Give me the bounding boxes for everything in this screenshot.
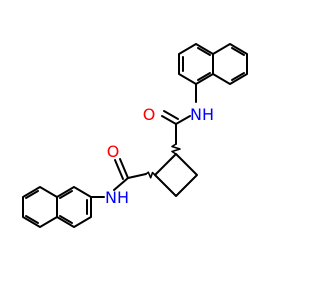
nh-label-bottom: NH: [105, 188, 129, 207]
amide-top: [161, 83, 197, 145]
bond-nh-to-carbonyl-top: [175, 115, 191, 125]
molecule-canvas: O NH O NH: [22, 43, 248, 228]
naphthalene-top-double-bond: [231, 72, 245, 81]
stereo-wavy-bond-top: [171, 143, 181, 155]
nh-label-top: NH: [190, 105, 214, 124]
cyclobutane-square: [154, 153, 198, 197]
carbonyl-double-bond-top: [161, 115, 177, 125]
naphthalene-bottom: [22, 186, 92, 228]
naphthalene-bottom-double-bond: [59, 190, 73, 199]
structure-svg: O NH O NH: [22, 43, 248, 228]
bond-carbonyl-to-nh-bottom: [113, 177, 129, 191]
naphthalene-top-double-bond: [197, 47, 211, 56]
naphthalene-top-double-bond: [197, 72, 211, 81]
naphthalene-bottom-double-bond: [59, 215, 73, 224]
naphthalene-top-ring-left: [178, 43, 214, 85]
naphthalene-top-double-bond: [231, 47, 245, 56]
naphthalene-bottom-double-bond: [25, 190, 39, 199]
bond-ring-to-carbonyl-bottom: [127, 173, 147, 179]
oxygen-label-top: O: [143, 105, 156, 124]
naphthalene-top: [178, 43, 248, 85]
naphthalene-bottom-double-bond: [25, 215, 39, 224]
carbonyl-double-bond-bottom: [119, 158, 129, 179]
oxygen-label-bottom: O: [107, 142, 120, 161]
naphthalene-bottom-ring-right: [56, 186, 92, 228]
naphthalene-bottom-ring-left: [22, 186, 58, 228]
amide-bottom: [90, 158, 147, 198]
naphthalene-top-ring-right: [212, 43, 248, 85]
carbonyl-double-bond-bottom: [114, 159, 124, 180]
carbonyl-double-bond-top: [163, 110, 179, 120]
cyclobutane-ring: [145, 143, 198, 197]
stereo-wavy-bond-bottom: [145, 171, 156, 179]
